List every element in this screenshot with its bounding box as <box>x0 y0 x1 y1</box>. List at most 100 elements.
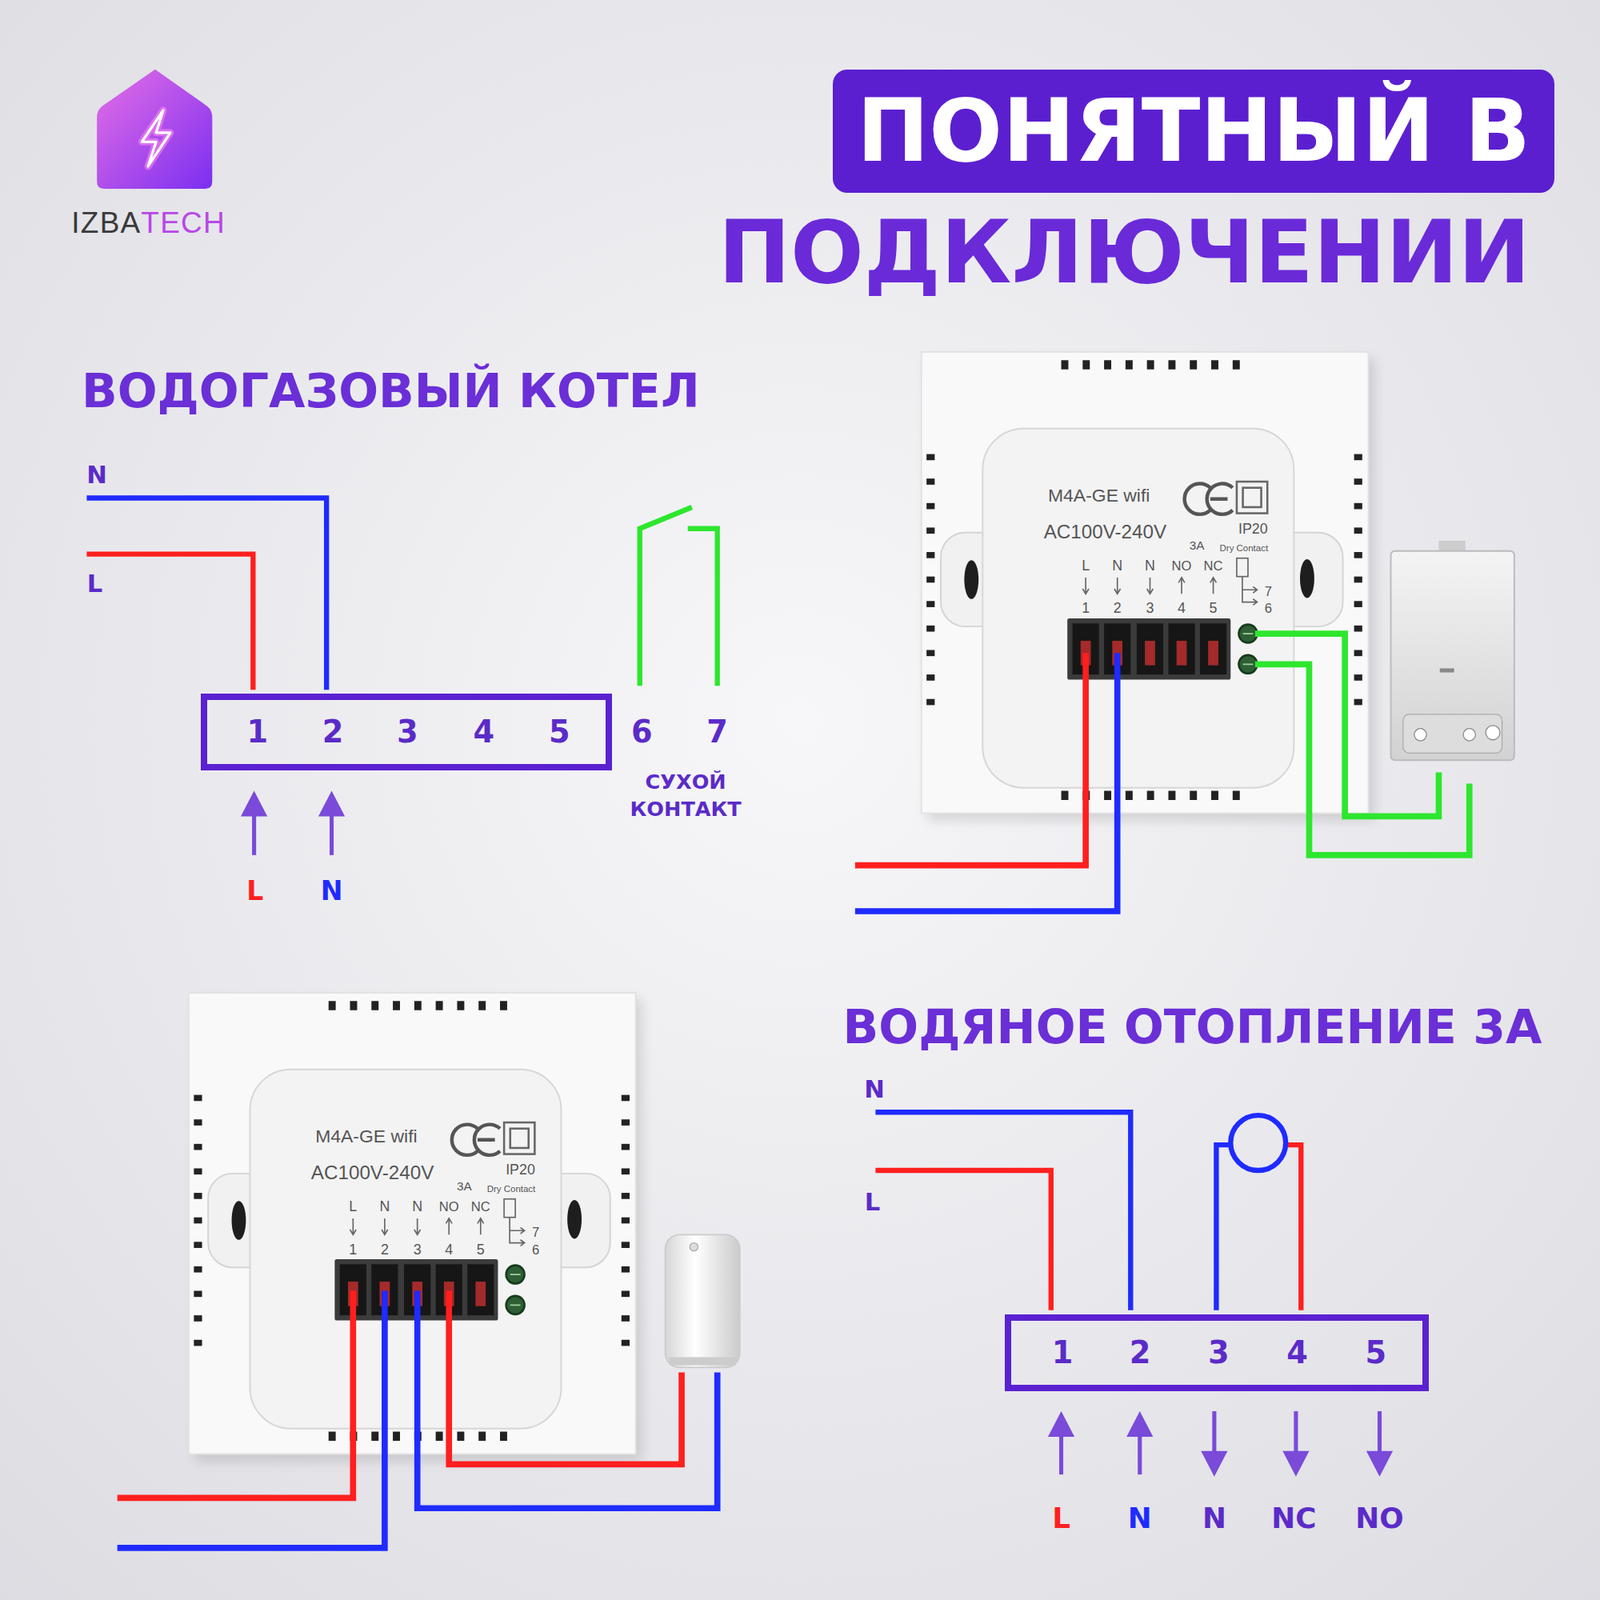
pin-label: NO <box>1172 559 1192 574</box>
signal-label: N <box>1202 1502 1227 1534</box>
pin-label: N <box>379 1199 390 1216</box>
terminal-number: 6 <box>631 714 653 748</box>
water-heater <box>665 1234 740 1368</box>
wire <box>875 1112 1301 1310</box>
section-heading: ВОДЯНОЕ ОТОПЛЕНИЕ 3А <box>843 1001 1543 1054</box>
dry-contact-switch <box>640 507 718 686</box>
wire-label: L <box>87 570 104 598</box>
pin-number: 6 <box>532 1242 540 1257</box>
page-title: ПОНЯТНЫЙ В ПОДКЛЮЧЕНИИ <box>330 70 1531 314</box>
terminal-number: 2 <box>322 715 344 749</box>
wire <box>86 554 253 691</box>
arrow <box>1048 1411 1075 1437</box>
device-rating: 3A <box>456 1180 472 1194</box>
wire <box>855 652 1118 912</box>
terminal-number: 2 <box>1129 1336 1152 1370</box>
gas-boiler <box>1463 728 1476 741</box>
pin-number: 5 <box>1209 601 1218 618</box>
pin-number: 3 <box>413 1242 422 1259</box>
logo-icon <box>96 69 212 189</box>
arrow <box>1212 1411 1216 1456</box>
device-rating: IP20 <box>1238 521 1268 538</box>
logo-text: IZBA <box>71 207 141 240</box>
pin-label: NC <box>471 1200 491 1215</box>
terminal-number: 7 <box>706 714 728 748</box>
arrow <box>1200 1451 1228 1477</box>
wire <box>448 1291 682 1465</box>
gas-boiler <box>1414 728 1427 741</box>
pin-label: L <box>348 1199 357 1216</box>
pin-label: N <box>412 1199 423 1216</box>
terminal-number: 5 <box>548 715 571 749</box>
device-rating: AC100V-240V <box>311 1161 435 1184</box>
wire <box>86 497 327 690</box>
wire <box>875 1112 1131 1310</box>
signal-label: NO <box>1355 1502 1404 1534</box>
terminal-number: 1 <box>1052 1336 1074 1370</box>
divider <box>265 948 1337 951</box>
dry-contact-label: СУХОЙ КОНТАКТ <box>619 767 752 823</box>
signal-label: N <box>1128 1502 1152 1534</box>
device-rating: AC100V-240V <box>1044 520 1168 543</box>
gas-boiler <box>1391 551 1515 760</box>
signal-label: L <box>246 876 264 905</box>
pin-label: NC <box>1204 559 1224 574</box>
wire <box>86 497 327 690</box>
pin-number: 3 <box>1146 601 1155 618</box>
terminal-number: 3 <box>1208 1336 1230 1370</box>
wire <box>117 1291 354 1499</box>
device-rating: 3A <box>1189 539 1205 553</box>
device-model: M4A-GE wifi <box>1048 485 1150 506</box>
pin-label: N <box>1144 558 1156 575</box>
device-rating: Dry Contact <box>487 1184 536 1195</box>
water-heater <box>689 1243 698 1252</box>
gas-boiler <box>1440 668 1455 672</box>
pin-number: 4 <box>444 1242 453 1259</box>
pin-label: N <box>1112 558 1123 575</box>
wire <box>1255 664 1470 856</box>
terminal-number: 1 <box>246 715 268 749</box>
arrow <box>1126 1411 1153 1437</box>
pin-number: 2 <box>1113 601 1122 618</box>
arrow <box>1048 1411 1393 1477</box>
dry-contact-switch <box>688 528 718 686</box>
terminal-number: 3 <box>396 715 419 749</box>
gas-boiler <box>1391 540 1515 760</box>
wire <box>855 652 1086 865</box>
arrow <box>318 791 345 817</box>
wire-label: N <box>864 1076 885 1104</box>
terminal-number: 4 <box>473 715 496 749</box>
gas-boiler <box>1403 714 1503 753</box>
wire <box>1216 1144 1232 1311</box>
wire-label: N <box>86 462 108 490</box>
logo-text: TECH <box>140 207 226 240</box>
pin-number: 1 <box>348 1242 357 1259</box>
wire <box>875 1170 1051 1311</box>
arrow <box>1366 1451 1393 1477</box>
wire <box>1284 1144 1301 1311</box>
wire-label: L <box>864 1188 881 1216</box>
arrow <box>240 791 268 817</box>
pin-number: 6 <box>1264 601 1272 616</box>
device-rating: Dry Contact <box>1220 543 1269 554</box>
wire <box>855 633 1470 912</box>
arrow <box>252 811 256 856</box>
terminal-number: 5 <box>1364 1336 1387 1370</box>
signal-label: NC <box>1271 1502 1316 1534</box>
terminal-number: 4 <box>1286 1336 1308 1370</box>
water-heater <box>665 1234 740 1368</box>
logo-icon <box>141 110 171 167</box>
water-heater <box>669 1356 736 1365</box>
pin-number: 5 <box>476 1242 485 1259</box>
wire <box>417 1291 718 1509</box>
pin-number: 7 <box>532 1225 540 1240</box>
wire <box>117 1291 385 1548</box>
arrow <box>1059 1432 1064 1476</box>
gas-boiler <box>1485 725 1500 740</box>
logo-icon <box>96 69 212 189</box>
terminal-block-box: 1 2 3 4 5 <box>1004 1314 1428 1392</box>
logo-icon <box>141 110 171 167</box>
pin-label: NO <box>439 1200 460 1215</box>
